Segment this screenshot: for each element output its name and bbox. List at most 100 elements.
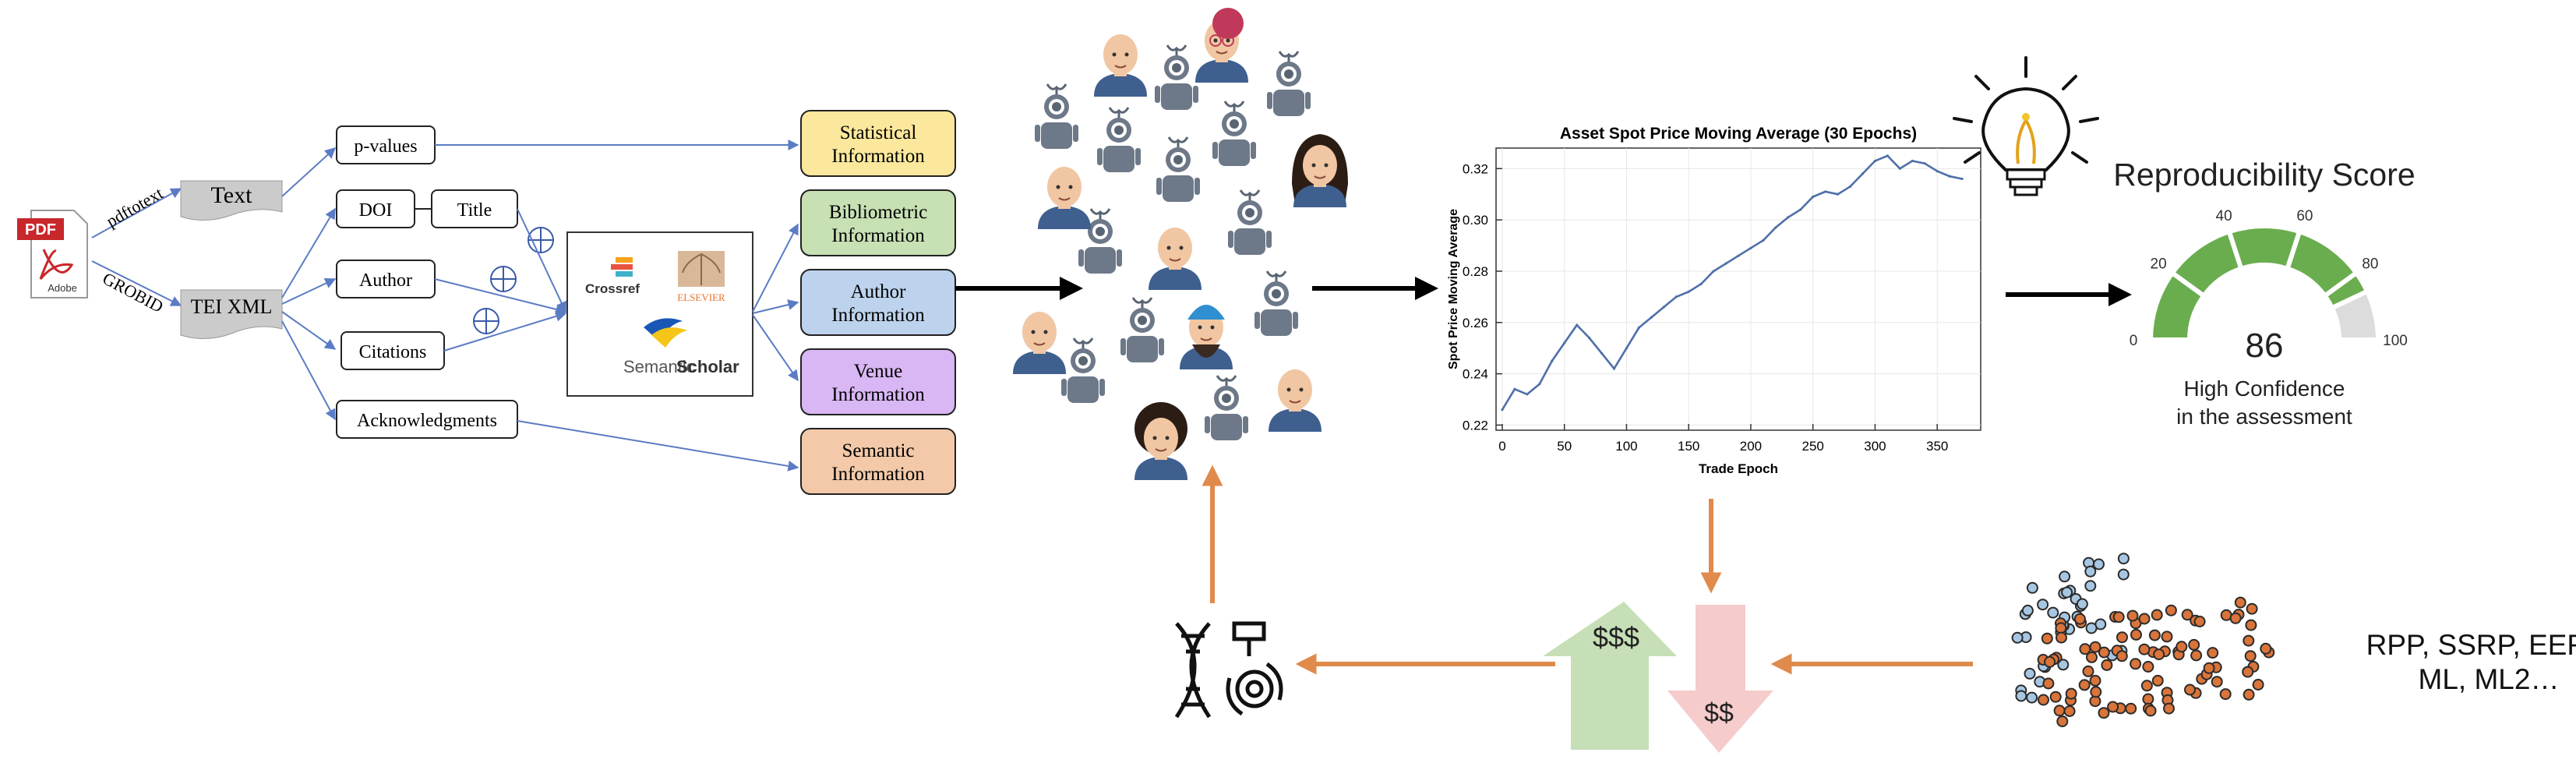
gauge-tick-label: 60 [2296,208,2313,224]
agent-person-turban [1179,305,1233,370]
scatter-point-orange [2242,666,2254,678]
scatter-point-orange [2041,632,2053,645]
data-sources-box: Crossref ELSEVIER Semantic Scholar [566,231,753,397]
info-box-line1: Author [851,281,907,302]
market-list-line1: RPP, SSRP, EERP, [2366,629,2576,661]
scatter-point-orange [2245,619,2257,631]
scatter-point-orange [2090,686,2102,698]
scatter-point-orange [2098,707,2110,719]
scatter-point-orange [2188,638,2200,651]
scatter-point-orange [2130,658,2142,670]
scatter-point-blue [2093,558,2105,570]
scatter-point-orange [2112,611,2125,623]
chart-point [1911,159,1914,163]
chart-point [1551,359,1554,362]
acknowledgments-box [336,400,518,439]
scatter-point-orange [2073,613,2086,625]
scatter-point-blue [2047,606,2059,619]
chart-point [1650,316,1653,319]
price-up-arrow [1543,602,1677,750]
gauge-confidence-line1: High Confidence [2183,376,2345,401]
scatter-point-orange [2056,715,2069,728]
citations-label: Citations [359,342,427,362]
scatter-point-orange [2055,622,2067,634]
agent-person [1268,369,1322,433]
price-up-label: $$$ [1593,621,1639,653]
scatter-point-orange [2252,679,2264,691]
scatter-point-orange [2063,705,2076,717]
info-box-line2: Information [831,384,925,405]
scatter-point-blue [2084,580,2097,592]
scatter-point-blue [2021,604,2034,616]
scatter-point-orange [2148,629,2161,641]
agent-robot [1203,374,1250,442]
chart-point [1501,408,1504,411]
chart-series-line [1501,154,1963,411]
agent-robot [1119,296,1166,364]
gauge-tick-label: 40 [2216,208,2232,224]
scatter-point-orange [2142,661,2154,673]
price-down-arrow [1667,605,1773,753]
scatter-point-orange [2138,643,2151,655]
chart-xtick-label: 300 [1864,439,1886,454]
chart-point [1762,238,1765,242]
info-box-line1: Venue [854,361,902,382]
agent-person-curly-hair [1134,402,1188,481]
chart-point [1836,192,1840,196]
scatter-point-orange [2049,691,2062,703]
scatter-point-orange [2244,650,2257,662]
scatter-point-orange [2053,705,2066,717]
scatter-point-orange [2140,680,2153,692]
chart-point [1588,336,1591,340]
scatter-point-orange [2142,693,2154,705]
elsevier-logo: ELSEVIER [677,251,725,303]
scatter-point-orange [2065,687,2077,700]
scatter-point-blue [2059,570,2071,583]
chart-point [1861,172,1865,175]
market-scatter-icon [2011,553,2275,728]
price-down-label: $$ [1704,698,1734,728]
scatter-point-orange [2044,655,2056,668]
chart-xtick-label: 250 [1802,439,1824,454]
gauge-tick-label: 100 [2383,333,2408,349]
chart-point [1563,341,1566,344]
scatter-point-blue [2015,690,2027,702]
agent-robot [1265,50,1312,118]
info-box [800,269,956,336]
scatter-point-orange [2079,643,2091,655]
scatter-point-blue [2026,581,2038,594]
chart-ytick-label: 0.26 [1463,316,1488,330]
agent-robot [1033,83,1080,150]
scatter-point-orange [2190,649,2203,662]
pdf-label: PDF [25,221,56,238]
chart-point [1724,262,1727,265]
agent-person [1148,227,1202,291]
chart-ylabel: Spot Price Moving Average [1447,209,1460,369]
scatter-point-orange [2038,694,2049,706]
gauge-tick-label: 0 [2130,333,2138,349]
chart-point [1712,270,1715,273]
scatter-point-blue [2084,565,2097,578]
chart-point [1886,154,1889,157]
agent-cluster [1012,8,1348,481]
chart-xtick-label: 0 [1498,439,1505,454]
chart-point [1737,254,1740,257]
scatter-point-orange [2138,613,2151,625]
chart-ytick-label: 0.24 [1463,367,1488,382]
scatter-point-orange [2130,628,2142,641]
chart-point [1526,393,1529,396]
crossref-logo: Crossref [585,257,640,296]
chart-plot-area [1495,147,1981,431]
doi-label: DOI [359,200,393,221]
agent-robot [1226,189,1273,256]
scatter-point-orange [2144,705,2157,717]
tei-xml-document: TEI XML [180,289,283,340]
info-box-line1: Statistical [840,122,917,143]
scatter-point-orange [2234,596,2246,609]
chart-point [1960,177,1964,181]
chart-xtick-label: 150 [1678,439,1699,454]
chart-point [1625,347,1629,350]
scatter-point-blue [2057,659,2070,671]
semantic-label: Semantic [623,357,695,376]
chart-point [1538,383,1541,386]
